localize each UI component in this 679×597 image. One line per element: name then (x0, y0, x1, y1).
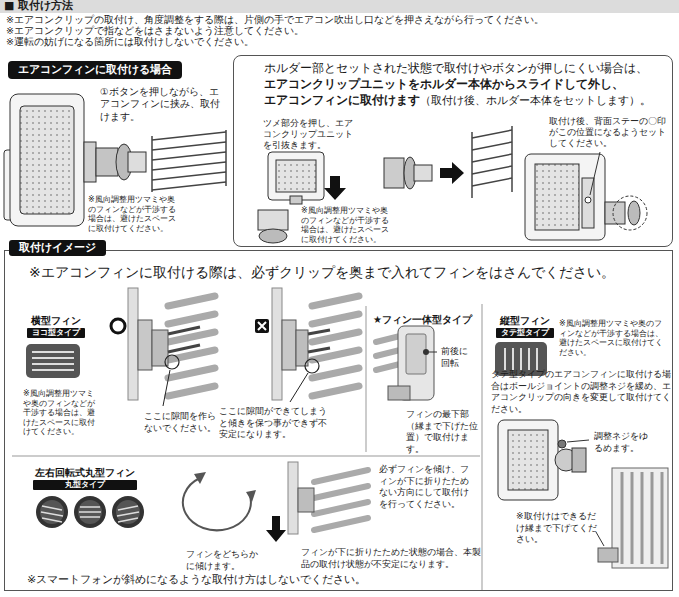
caution-note: ※エアコンクリップの取付け、角度調整をする際は、片側の手でエアコン吹出し口などを… (6, 15, 666, 25)
ok-symbol (111, 319, 125, 333)
divider-line (12, 304, 482, 590)
caution-text: ※スマートフォンが斜めになるような取付け方はしないでください。 (27, 573, 397, 586)
section-heading: エアコンフィンに取付ける場合 (18, 63, 172, 77)
step-text: ツメ部分を押し、エアコンクリップユニットを引抜きます。 (263, 118, 355, 151)
fin-icon (36, 496, 144, 528)
holder-figure (525, 154, 640, 240)
arrow-symbol (266, 516, 286, 542)
section-label: エアコンフィンに取付ける場合 (8, 61, 182, 79)
note-text: ※風向調整用ツマミや奥のフィンなどが干渉する場合は、避けたスペースに取付けてくだ… (23, 389, 98, 437)
note-text: ※風向調整用ツマミや奥のフィンなどが干渉する場合は、避けたスペースに取付けてくだ… (301, 206, 391, 244)
install-figure (272, 288, 359, 402)
leader-line (590, 152, 600, 195)
holder-figure (498, 420, 586, 500)
highlight-circle (613, 196, 647, 230)
type-heading: ★フィン一体型タイプ (373, 313, 472, 326)
callout-text: ここに隙間ができてしまうと傾きを保つ事ができず不安定になります。 (219, 406, 333, 441)
install-figure (128, 288, 215, 406)
note-text: ※風向調整用ツマミや奥のフィンなどが干渉する場合は、避けたスペースに取付けてくだ… (88, 195, 180, 233)
intro-text: エアコンクリップユニットをホルダー本体からスライドして外し、 (264, 77, 624, 93)
instruction-panel: ホルダー部とセットされた状態で取付けやボタンが押しにくい場合は、エアコンクリップ… (233, 55, 673, 247)
instruction-text: ①ボタンを押しながら、エアコンフィンに挟み、取付けます。 (100, 86, 228, 123)
type-badge: 縦型フィンタテ型タイプ (496, 315, 554, 338)
arrow-symbol (440, 162, 464, 184)
intro-text: エアコンフィンに取付けます (264, 93, 420, 109)
fin-icon (26, 344, 80, 378)
callout-text: ※取付けはできるだけ縁まで下げてください。 (516, 511, 598, 546)
text-label: ヨコ型タイプ (27, 328, 85, 338)
header-bar (0, 0, 679, 13)
intro-text: （取付け後、ホルダー本体をセットします）。 (420, 94, 651, 108)
text-label: 縦型フィン (496, 315, 554, 328)
callout-text: 調整ネジをゆるめます。 (594, 431, 654, 454)
callout-text: フィンをどちらかに傾けます。 (186, 549, 266, 572)
text-label: タテ型タイプ (496, 328, 554, 338)
caution-text: ※エアコンフィンに取付ける際は、必ずクリップを奥まで入れてフィンをはさんでくださ… (29, 263, 669, 281)
callout-text: 必ずフィンを傾け、フィンが下に折りたためない方向にして取付けを行ってください。 (379, 464, 477, 511)
text-label: 横型フィン (27, 315, 85, 328)
caution-note: ※運転の妨げになる箇所には取付けしないでください。 (6, 37, 666, 47)
arrow-symbol (246, 490, 256, 502)
text-label: 丸型タイプ (33, 480, 137, 490)
vent-figure (472, 126, 512, 198)
arrow-symbol (194, 472, 206, 484)
callout-text: ここに隙間を作らないでください。 (144, 411, 218, 434)
caution-note: ※エアコンクリップで指などをはさまないよう注意してください。 (6, 26, 666, 36)
callout-text: フィンの最下部（縁まで下げた位置）で取付けます。 (406, 409, 480, 456)
ng-symbol (255, 319, 269, 333)
leader-line (567, 440, 589, 442)
type-badge: 横型フィンヨコ型タイプ (27, 315, 85, 338)
install-figure (376, 326, 437, 400)
text-label: 左右回転式丸型フィン (33, 467, 137, 480)
instruction-text: タテ型タイプのエアコンフィンに取付ける場合はボールジョイントの調整ネジを緩め、エ… (491, 369, 671, 416)
leader-line (596, 532, 604, 546)
step-text: 取付け後、背面ステーの〇印がこの位置になるようセットしてください。 (549, 116, 667, 149)
callout-text: フィンが下に折りたためた状態の場合、本製品の取付け状態が不安定になります。 (301, 547, 481, 570)
type-badge: 左右回転式丸型フィン丸型タイプ (33, 467, 137, 490)
section-heading: 取付けイメージ (9, 240, 106, 256)
vent-figure (152, 130, 226, 192)
note-text: ※風向調整用ツマミや奥のフィンなどが干渉する場合は、避けたスペースに取付けてくだ… (559, 319, 667, 357)
clip-figure (384, 157, 432, 189)
page-title: ■ 取付け方法 (4, 0, 73, 13)
vent-figure (598, 468, 668, 568)
install-figure (288, 462, 368, 534)
rotate-arrow (183, 478, 251, 530)
arrow-symbol (324, 176, 346, 200)
callout-text: 前後に回転 (441, 346, 471, 369)
image-panel: 取付けイメージ※エアコンフィンに取付ける際は、必ずクリップを奥まで入れてフィンを… (4, 250, 673, 591)
intro-text: ホルダー部とセットされた状態で取付けやボタンが押しにくい場合は、 (264, 61, 648, 77)
